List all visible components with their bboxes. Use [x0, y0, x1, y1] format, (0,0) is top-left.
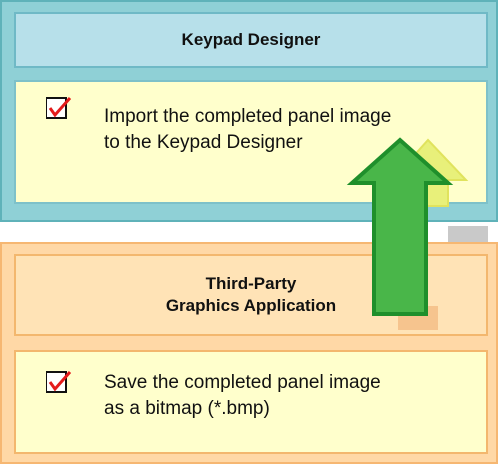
keypad-step-text: Import the completed panel image to the …: [104, 104, 474, 156]
keypad-designer-title: Keypad Designer: [14, 12, 488, 68]
third-party-step-text: Save the completed panel image as a bitm…: [104, 370, 474, 422]
third-party-title-line2: Graphics Application: [165, 296, 337, 315]
keypad-step-line2: to the Keypad Designer: [104, 132, 303, 153]
third-party-title-line1: Third-Party: [205, 274, 297, 293]
panel-shadow: [448, 226, 488, 242]
third-party-step-box: [14, 350, 488, 454]
up-arrow-icon: [346, 137, 454, 316]
keypad-step-line1: Import the completed panel image: [104, 106, 392, 127]
checkbox-check-icon: [45, 96, 72, 120]
checkbox-check-icon: [45, 370, 72, 394]
third-party-step-line1: Save the completed panel image: [104, 372, 381, 393]
third-party-step-line2: as a bitmap (*.bmp): [104, 398, 270, 419]
